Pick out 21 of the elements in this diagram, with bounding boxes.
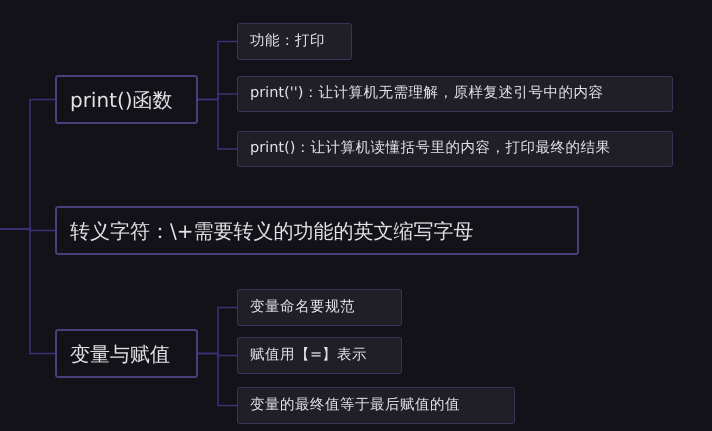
subtopic-text: 功能：打印 [250,32,325,50]
subtopic-box [237,131,673,167]
subtopic-box [237,23,352,60]
subtopic-text: 赋值用【=】表示 [250,346,368,364]
subtopic-box [237,289,402,326]
topic-text: 转义字符：\+需要转义的功能的英文缩写字母 [70,218,474,242]
topic-box [55,329,198,378]
connector-line [0,228,55,354]
topic-text: 变量与赋值 [70,342,170,366]
subtopic-text: print('')：让计算机无需理解，原样复述引号中的内容 [250,85,604,103]
subtopic-text: print()：让计算机读懂括号里的内容，打印最终的结果 [250,140,610,158]
connector-line [198,352,237,406]
topic-box [55,75,198,124]
topic-box [55,206,579,255]
subtopic-box [237,337,402,374]
subtopic-box [237,387,515,424]
topic-text: print()函数 [70,88,173,112]
subtopic-text: 变量的最终值等于最后赋值的值 [250,396,460,414]
subtopic-box [237,76,673,112]
connector-line [198,98,237,150]
subtopic-text: 变量命名要规范 [250,298,355,316]
